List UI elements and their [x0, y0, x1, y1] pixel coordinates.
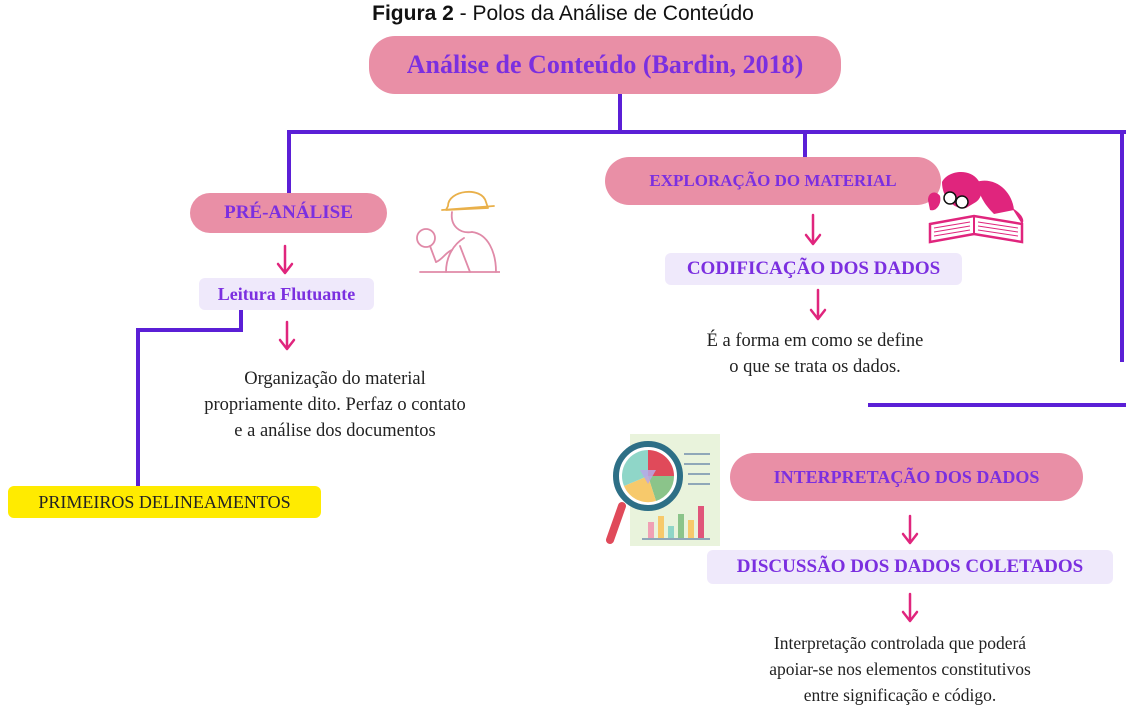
root-label: Análise de Conteúdo (Bardin, 2018) [406, 50, 804, 79]
arrow-int-1 [901, 514, 919, 545]
interpretacao-desc-line: apoiar-se nos elementos constitutivos [769, 659, 1031, 679]
data-analysis-icon [606, 434, 720, 546]
reading-person-icon [928, 171, 1024, 244]
arrow-exp-2 [809, 288, 827, 321]
exploracao-title: EXPLORAÇÃO DO MATERIAL [649, 171, 897, 190]
arrow-pre-1 [276, 244, 294, 275]
arrow-exp-1 [804, 213, 822, 246]
leitura-flutuante-label: Leitura Flutuante [217, 283, 356, 304]
pre-analise-node: PRÉ-ANÁLISE [190, 193, 387, 233]
interpretacao-desc-line: Interpretação controlada que poderá [773, 633, 1027, 653]
caption-text: - Polos da Análise de Conteúdo [453, 2, 754, 25]
exploracao-desc-line: o que se trata os dados. [729, 357, 901, 377]
leitura-flutuante-node: Leitura Flutuante [199, 278, 374, 310]
codificacao-node: CODIFICAÇÃO DOS DADOS [665, 253, 962, 285]
pre-analise-desc-line: e a análise dos documentos [234, 421, 436, 441]
interpretacao-title: INTERPRETAÇÃO DOS DADOS [773, 466, 1040, 487]
pre-analise-title: PRÉ-ANÁLISE [224, 202, 353, 223]
primeiros-delineamentos-badge: PRIMEIROS DELINEAMENTOS [8, 486, 321, 518]
delineamentos-connector [136, 310, 243, 490]
pre-analise-description: Organização do material propriamente dit… [160, 366, 510, 444]
exploracao-description: É a forma em como se define o que se tra… [650, 328, 980, 380]
interpretacao-description: Interpretação controlada que poderá apoi… [700, 630, 1100, 708]
caption-label: Figura 2 [372, 2, 454, 25]
figure-caption: Figura 2 - Polos da Análise de Conteúdo [0, 2, 1126, 26]
codificacao-label: CODIFICAÇÃO DOS DADOS [686, 258, 941, 279]
arrow-int-2 [901, 592, 919, 623]
discussao-node: DISCUSSÃO DOS DADOS COLETADOS [707, 550, 1113, 584]
interpretacao-node: INTERPRETAÇÃO DOS DADOS [730, 453, 1083, 501]
root-node: Análise de Conteúdo (Bardin, 2018) [369, 36, 841, 94]
exploracao-desc-line: É a forma em como se define [706, 331, 924, 351]
pre-analise-desc-line: propriamente dito. Perfaz o contato [204, 395, 466, 415]
detective-icon [416, 190, 500, 273]
exploracao-node: EXPLORAÇÃO DO MATERIAL [605, 157, 941, 205]
discussao-label: DISCUSSÃO DOS DADOS COLETADOS [736, 556, 1084, 577]
pre-analise-desc-line: Organização do material [244, 369, 426, 389]
interpretacao-desc-line: entre significação e código. [803, 685, 997, 705]
arrow-pre-2 [278, 320, 296, 351]
primeiros-delineamentos-label: PRIMEIROS DELINEAMENTOS [38, 491, 291, 512]
